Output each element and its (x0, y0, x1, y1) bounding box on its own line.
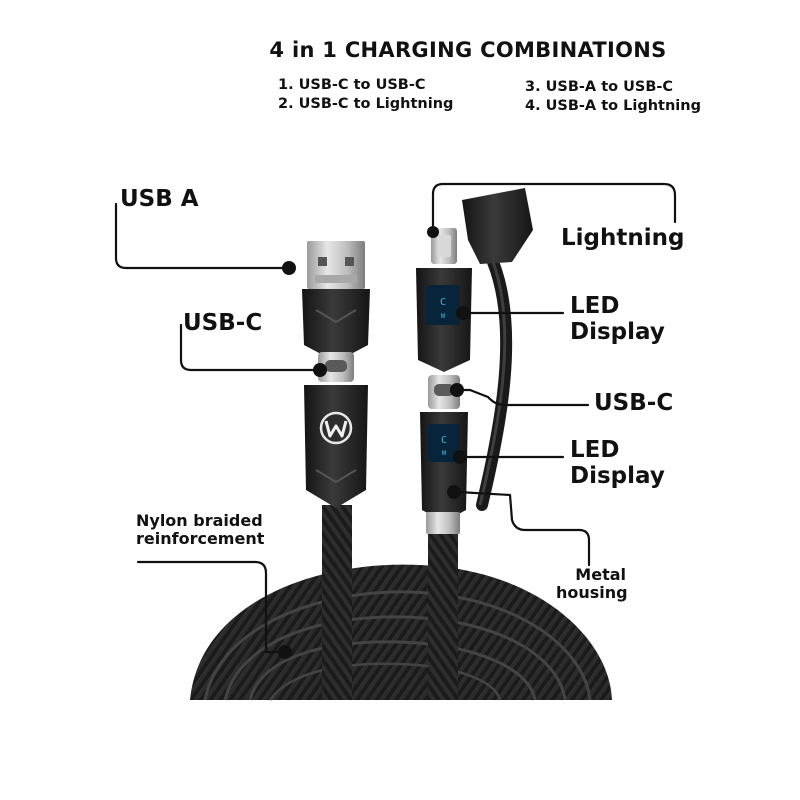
svg-text:C: C (440, 297, 446, 308)
label-nylon-braided: Nylon braided reinforcement (136, 511, 265, 549)
label-nylon-line1: Nylon braided (136, 511, 263, 530)
svg-text:W: W (441, 312, 446, 320)
lightning-cap (462, 188, 533, 264)
combinations-list-left: 1. USB-C to USB-C 2. USB-C to Lightning (278, 76, 453, 114)
page-title: 4 in 1 CHARGING COMBINATIONS (269, 38, 667, 62)
lightning-connector-assembly: C W C W (416, 188, 533, 534)
label-lightning: Lightning (561, 225, 685, 251)
label-led-line1: LED (570, 293, 620, 319)
left-cable (322, 505, 352, 700)
label-usb-a: USB A (120, 186, 199, 212)
callout-lines (114, 182, 677, 654)
usb-c-body-left (304, 385, 368, 508)
combination-item: 3. USB-A to USB-C (525, 79, 674, 95)
right-cable (428, 530, 458, 700)
led-screen-bottom (428, 424, 460, 462)
label-led-line1: LED (570, 437, 620, 463)
w-logo-icon (319, 411, 353, 445)
usb-a-connector-assembly (302, 241, 370, 508)
label-metal-housing: Metal housing (556, 565, 628, 603)
label-nylon-line2: reinforcement (136, 529, 265, 549)
combinations-list-right: 3. USB-A to USB-C 4. USB-A to Lightning (525, 78, 701, 116)
label-usb-c-right: USB-C (594, 390, 674, 416)
usb-a-body (302, 289, 370, 362)
led-screen-top (426, 285, 460, 325)
svg-text:C: C (441, 435, 447, 446)
svg-text:W: W (442, 449, 447, 457)
braided-cable-coil (190, 564, 612, 701)
combination-item: 2. USB-C to Lightning (278, 96, 454, 112)
label-led-display-top: LED Display (570, 293, 665, 346)
label-led-line2: Display (570, 463, 665, 490)
callout-dots (278, 226, 470, 659)
combination-item: 1. USB-C to USB-C (278, 77, 426, 93)
combination-item: 4. USB-A to Lightning (525, 98, 701, 114)
label-usb-c-left: USB-C (183, 310, 263, 336)
label-led-line2: Display (570, 319, 665, 346)
label-metal-line2: housing (556, 583, 628, 603)
label-metal-line1: Metal (575, 565, 626, 584)
label-led-display-bottom: LED Display (570, 437, 665, 490)
metal-housing (426, 512, 460, 534)
